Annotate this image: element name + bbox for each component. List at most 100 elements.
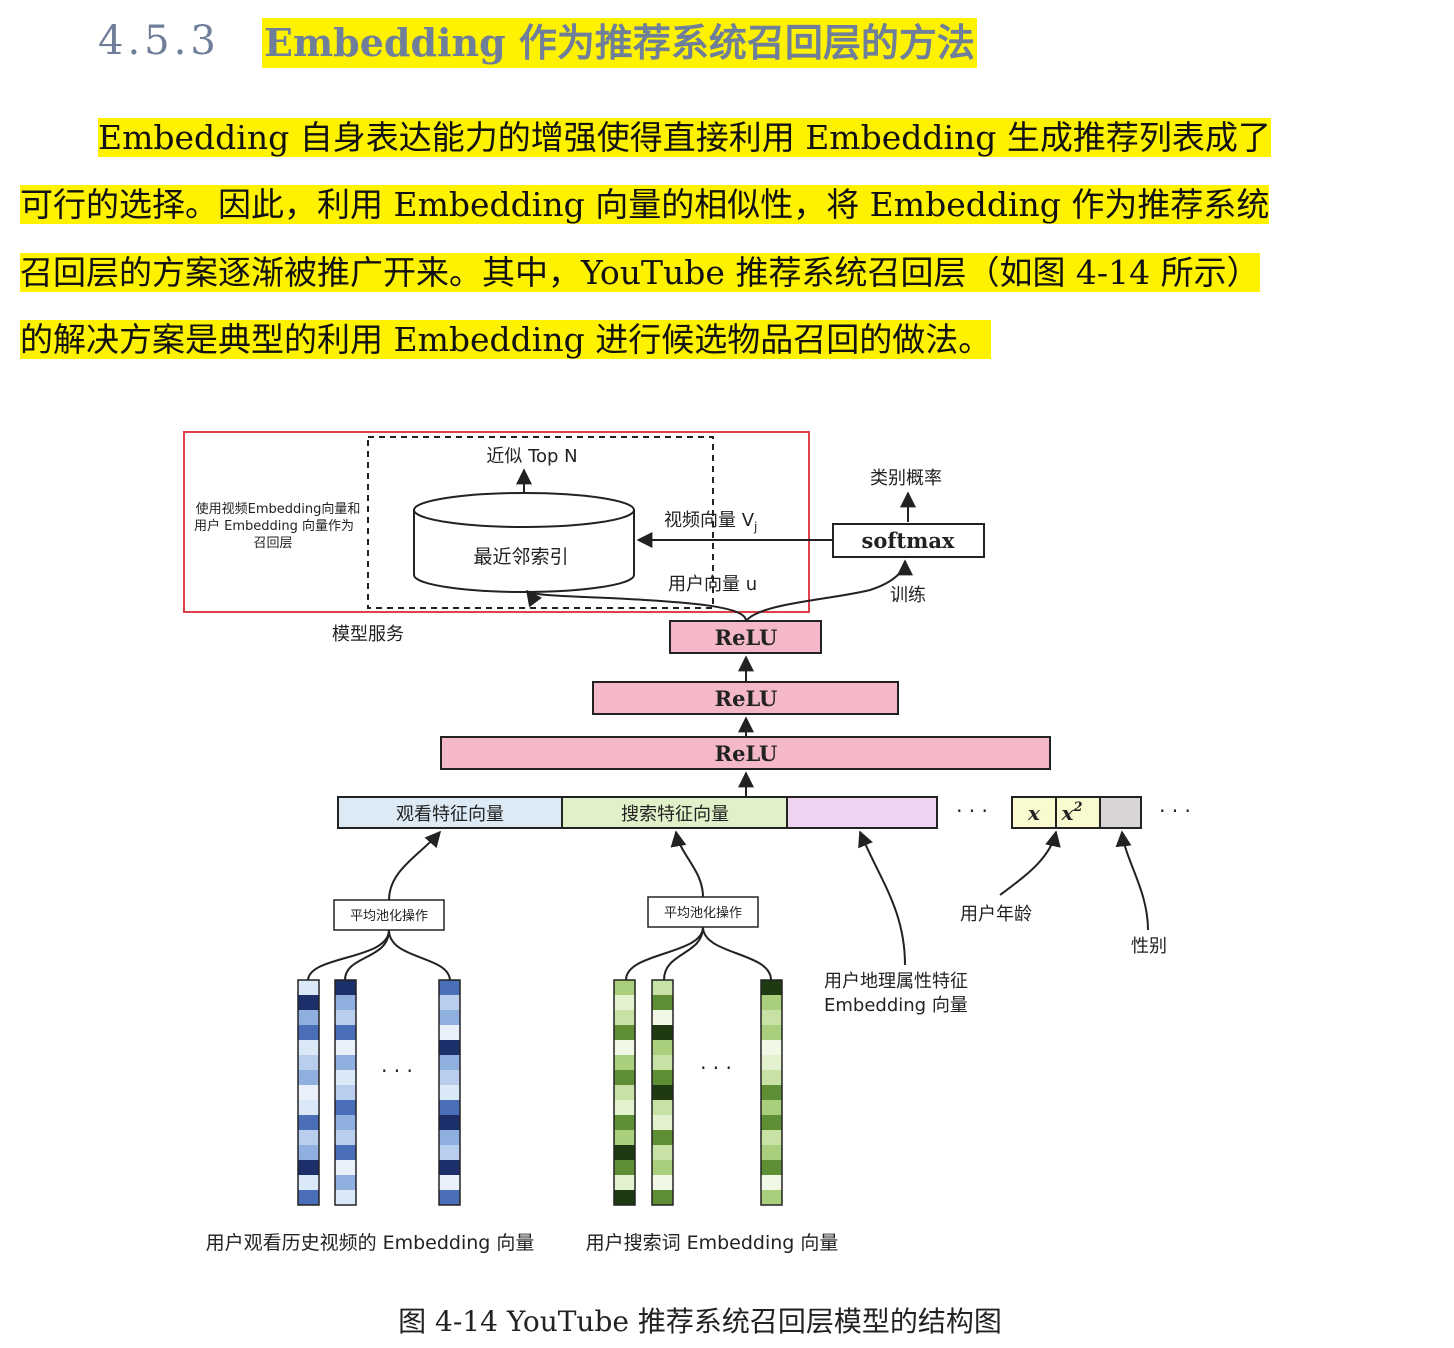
embedding-cell xyxy=(439,1085,460,1100)
nn-index-cylinder xyxy=(413,492,635,593)
embedding-cell xyxy=(614,1010,635,1025)
embedding-vector-column xyxy=(297,979,320,1206)
relu-layer xyxy=(592,681,899,715)
section-title: Embedding 作为推荐系统召回层的方法 xyxy=(262,18,977,68)
embedding-cell xyxy=(652,1085,673,1100)
embedding-cell xyxy=(761,1040,782,1055)
embedding-cell xyxy=(335,1130,356,1145)
embedding-cell xyxy=(335,1025,356,1040)
paragraph-line-text: Embedding 自身表达能力的增强使得直接利用 Embedding 生成推荐… xyxy=(98,118,1271,157)
embedding-cell xyxy=(652,1070,673,1085)
embedding-cell xyxy=(335,1115,356,1130)
embedding-cell xyxy=(439,1040,460,1055)
arrow-gender xyxy=(1115,830,1149,931)
youtube-recall-diagram: 使用视频Embedding向量和 用户 Embedding 向量作为 召回层 模… xyxy=(183,431,1191,1254)
avg-pool-label: 平均池化操作 xyxy=(350,908,428,924)
arrow-geo xyxy=(858,830,906,966)
embedding-cell xyxy=(298,1055,319,1070)
embedding-cell xyxy=(761,1070,782,1085)
arrow-train xyxy=(745,559,913,622)
embedding-cell xyxy=(335,1085,356,1100)
embedding-cell xyxy=(761,995,782,1010)
section-number: 4.5.3 xyxy=(98,18,220,64)
watch-history-label: 用户观看历史视频的 Embedding 向量 xyxy=(206,1232,535,1254)
embedding-cell xyxy=(335,1055,356,1070)
embedding-cell xyxy=(298,1190,319,1205)
geo-label-line: 用户地理属性特征 xyxy=(824,971,968,992)
embedding-cell xyxy=(614,1145,635,1160)
embedding-cell xyxy=(652,1160,673,1175)
embedding-cell xyxy=(761,1130,782,1145)
embedding-cell xyxy=(761,1025,782,1040)
embedding-cell xyxy=(298,1085,319,1100)
embedding-cell xyxy=(614,1175,635,1190)
embedding-cell xyxy=(652,1040,673,1055)
train-label: 训练 xyxy=(890,585,926,606)
embedding-cell xyxy=(298,1025,319,1040)
embedding-cell xyxy=(652,1055,673,1070)
age-label: 用户年龄 xyxy=(960,904,1032,925)
embedding-cell xyxy=(439,980,460,995)
embedding-cell xyxy=(298,1040,319,1055)
pool-fan-left xyxy=(307,929,451,981)
embedding-cell xyxy=(614,1190,635,1205)
embedding-cell xyxy=(439,995,460,1010)
embedding-cell xyxy=(614,1130,635,1145)
embedding-cell xyxy=(439,1130,460,1145)
embedding-cell xyxy=(439,1160,460,1175)
embedding-cell xyxy=(335,1175,356,1190)
embedding-cell xyxy=(298,1175,319,1190)
avg-pool-box-right xyxy=(647,896,759,928)
feature-ellipsis: · · · xyxy=(1159,799,1191,823)
user-vector-label: 用户向量 u xyxy=(668,574,757,595)
embedding-vector-column xyxy=(438,979,461,1206)
figure-caption: 图 4-14 YouTube 推荐系统召回层模型的结构图 xyxy=(398,1305,1002,1338)
age-x-label: x xyxy=(1027,801,1041,825)
embedding-ellipsis: · · · xyxy=(700,1056,732,1080)
embedding-vector-column xyxy=(613,979,636,1206)
embedding-cell xyxy=(761,1115,782,1130)
embedding-cell xyxy=(439,1115,460,1130)
paragraph-line: Embedding 自身表达能力的增强使得直接利用 Embedding 生成推荐… xyxy=(98,115,1271,161)
embedding-cell xyxy=(335,1145,356,1160)
embedding-cell xyxy=(614,995,635,1010)
embedding-vector-column xyxy=(334,979,357,1206)
paragraph-line-text: 召回层的方案逐渐被推广开来。其中，YouTube 推荐系统召回层（如图 4-14… xyxy=(20,253,1260,292)
geo-feature-block xyxy=(786,796,938,829)
embedding-ellipsis: · · · xyxy=(381,1059,413,1083)
embedding-cell xyxy=(298,1115,319,1130)
red-box-note-line: 召回层 xyxy=(253,536,292,551)
embedding-cell xyxy=(298,1160,319,1175)
red-box-note-line: 用户 Embedding 向量作为 xyxy=(194,518,354,534)
search-feature-block xyxy=(561,796,788,829)
embedding-cell xyxy=(761,1190,782,1205)
embedding-cell xyxy=(614,980,635,995)
embedding-cell xyxy=(652,995,673,1010)
avg-pool-label: 平均池化操作 xyxy=(664,905,742,921)
embedding-vector-column xyxy=(760,979,783,1206)
embedding-cell xyxy=(335,1040,356,1055)
embedding-cell xyxy=(335,995,356,1010)
age-x2-label: x2 xyxy=(1061,800,1083,825)
embedding-cell xyxy=(614,1040,635,1055)
paragraph-line: 召回层的方案逐渐被推广开来。其中，YouTube 推荐系统召回层（如图 4-14… xyxy=(20,250,1260,296)
embedding-cell xyxy=(335,980,356,995)
serving-dashed-box xyxy=(367,436,714,609)
embedding-cell xyxy=(298,1100,319,1115)
paragraph-line: 的解决方案是典型的利用 Embedding 进行候选物品召回的做法。 xyxy=(20,317,992,363)
embedding-cell xyxy=(335,1190,356,1205)
embedding-cell xyxy=(761,1160,782,1175)
embedding-cell xyxy=(298,980,319,995)
embedding-cell xyxy=(298,1130,319,1145)
gender-label: 性别 xyxy=(1131,936,1167,957)
age-x-block xyxy=(1011,796,1057,829)
embedding-cell xyxy=(652,1100,673,1115)
search-feature-label: 搜索特征向量 xyxy=(621,804,729,825)
relu-label: ReLU xyxy=(715,686,778,711)
embedding-cell xyxy=(439,1100,460,1115)
embedding-cell xyxy=(335,1070,356,1085)
embedding-cell xyxy=(652,1130,673,1145)
embedding-cell xyxy=(614,1085,635,1100)
embedding-cell xyxy=(614,1100,635,1115)
embedding-cell xyxy=(335,1100,356,1115)
